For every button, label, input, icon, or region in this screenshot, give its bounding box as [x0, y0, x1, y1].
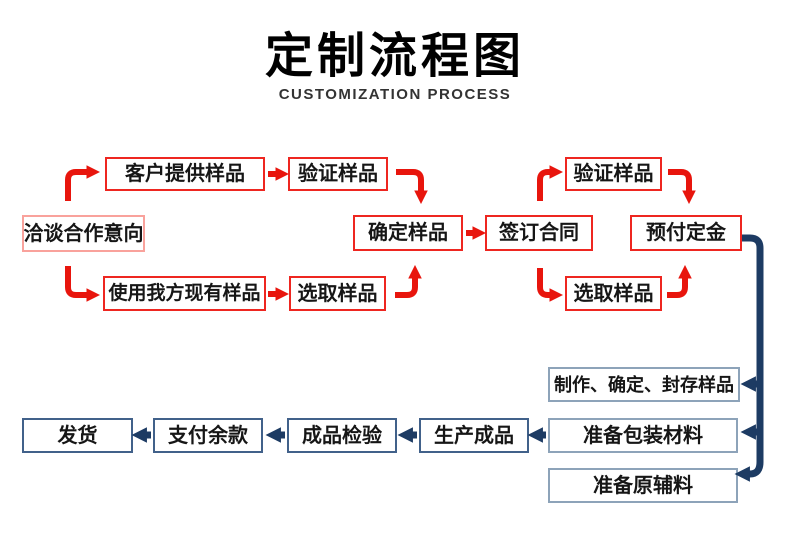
- node-use-existing-sample: 使用我方现有样品: [103, 276, 266, 311]
- node-pay-balance: 支付余款: [153, 418, 263, 453]
- page-subtitle: CUSTOMIZATION PROCESS: [278, 86, 512, 103]
- node-ship-goods: 发货: [22, 418, 133, 453]
- node-pay-deposit: 预付定金: [630, 215, 742, 251]
- arrow-verify-to-confirm-sample: [396, 169, 428, 205]
- arrow-deposit-to-prepare-raw-materials: [734, 234, 764, 482]
- arrow-negotiate-to-customer-sample: [65, 165, 101, 201]
- node-select-sample-1: 选取样品: [289, 276, 386, 311]
- node-prepare-raw-materials: 准备原辅料: [548, 468, 738, 503]
- arrow-verify-sample-2-to-deposit: [668, 169, 696, 205]
- node-confirm-sample: 确定样品: [353, 215, 463, 251]
- node-sign-contract: 签订合同: [485, 215, 593, 251]
- node-negotiate-cooperation: 洽谈合作意向: [22, 215, 145, 252]
- node-verify-sample-1: 验证样品: [288, 157, 388, 191]
- node-make-confirm-seal-sample: 制作、确定、封存样品: [548, 367, 740, 402]
- page-title: 定制流程图: [264, 30, 525, 83]
- node-inspect-finished-product: 成品检验: [287, 418, 397, 453]
- arrow-select-sample-2-to-deposit: [667, 264, 692, 298]
- node-verify-sample-2: 验证样品: [565, 157, 662, 191]
- node-prepare-packaging-materials: 准备包装材料: [548, 418, 738, 453]
- arrow-negotiate-to-existing-sample: [65, 266, 101, 302]
- node-select-sample-2: 选取样品: [565, 276, 662, 311]
- arrow-contract-to-verify-sample-2: [537, 165, 564, 201]
- node-customer-provides-sample: 客户提供样品: [105, 157, 265, 191]
- node-produce-finished-product: 生产成品: [419, 418, 529, 453]
- arrow-select-to-confirm-sample: [395, 264, 422, 298]
- arrow-contract-to-select-sample-2: [537, 268, 564, 302]
